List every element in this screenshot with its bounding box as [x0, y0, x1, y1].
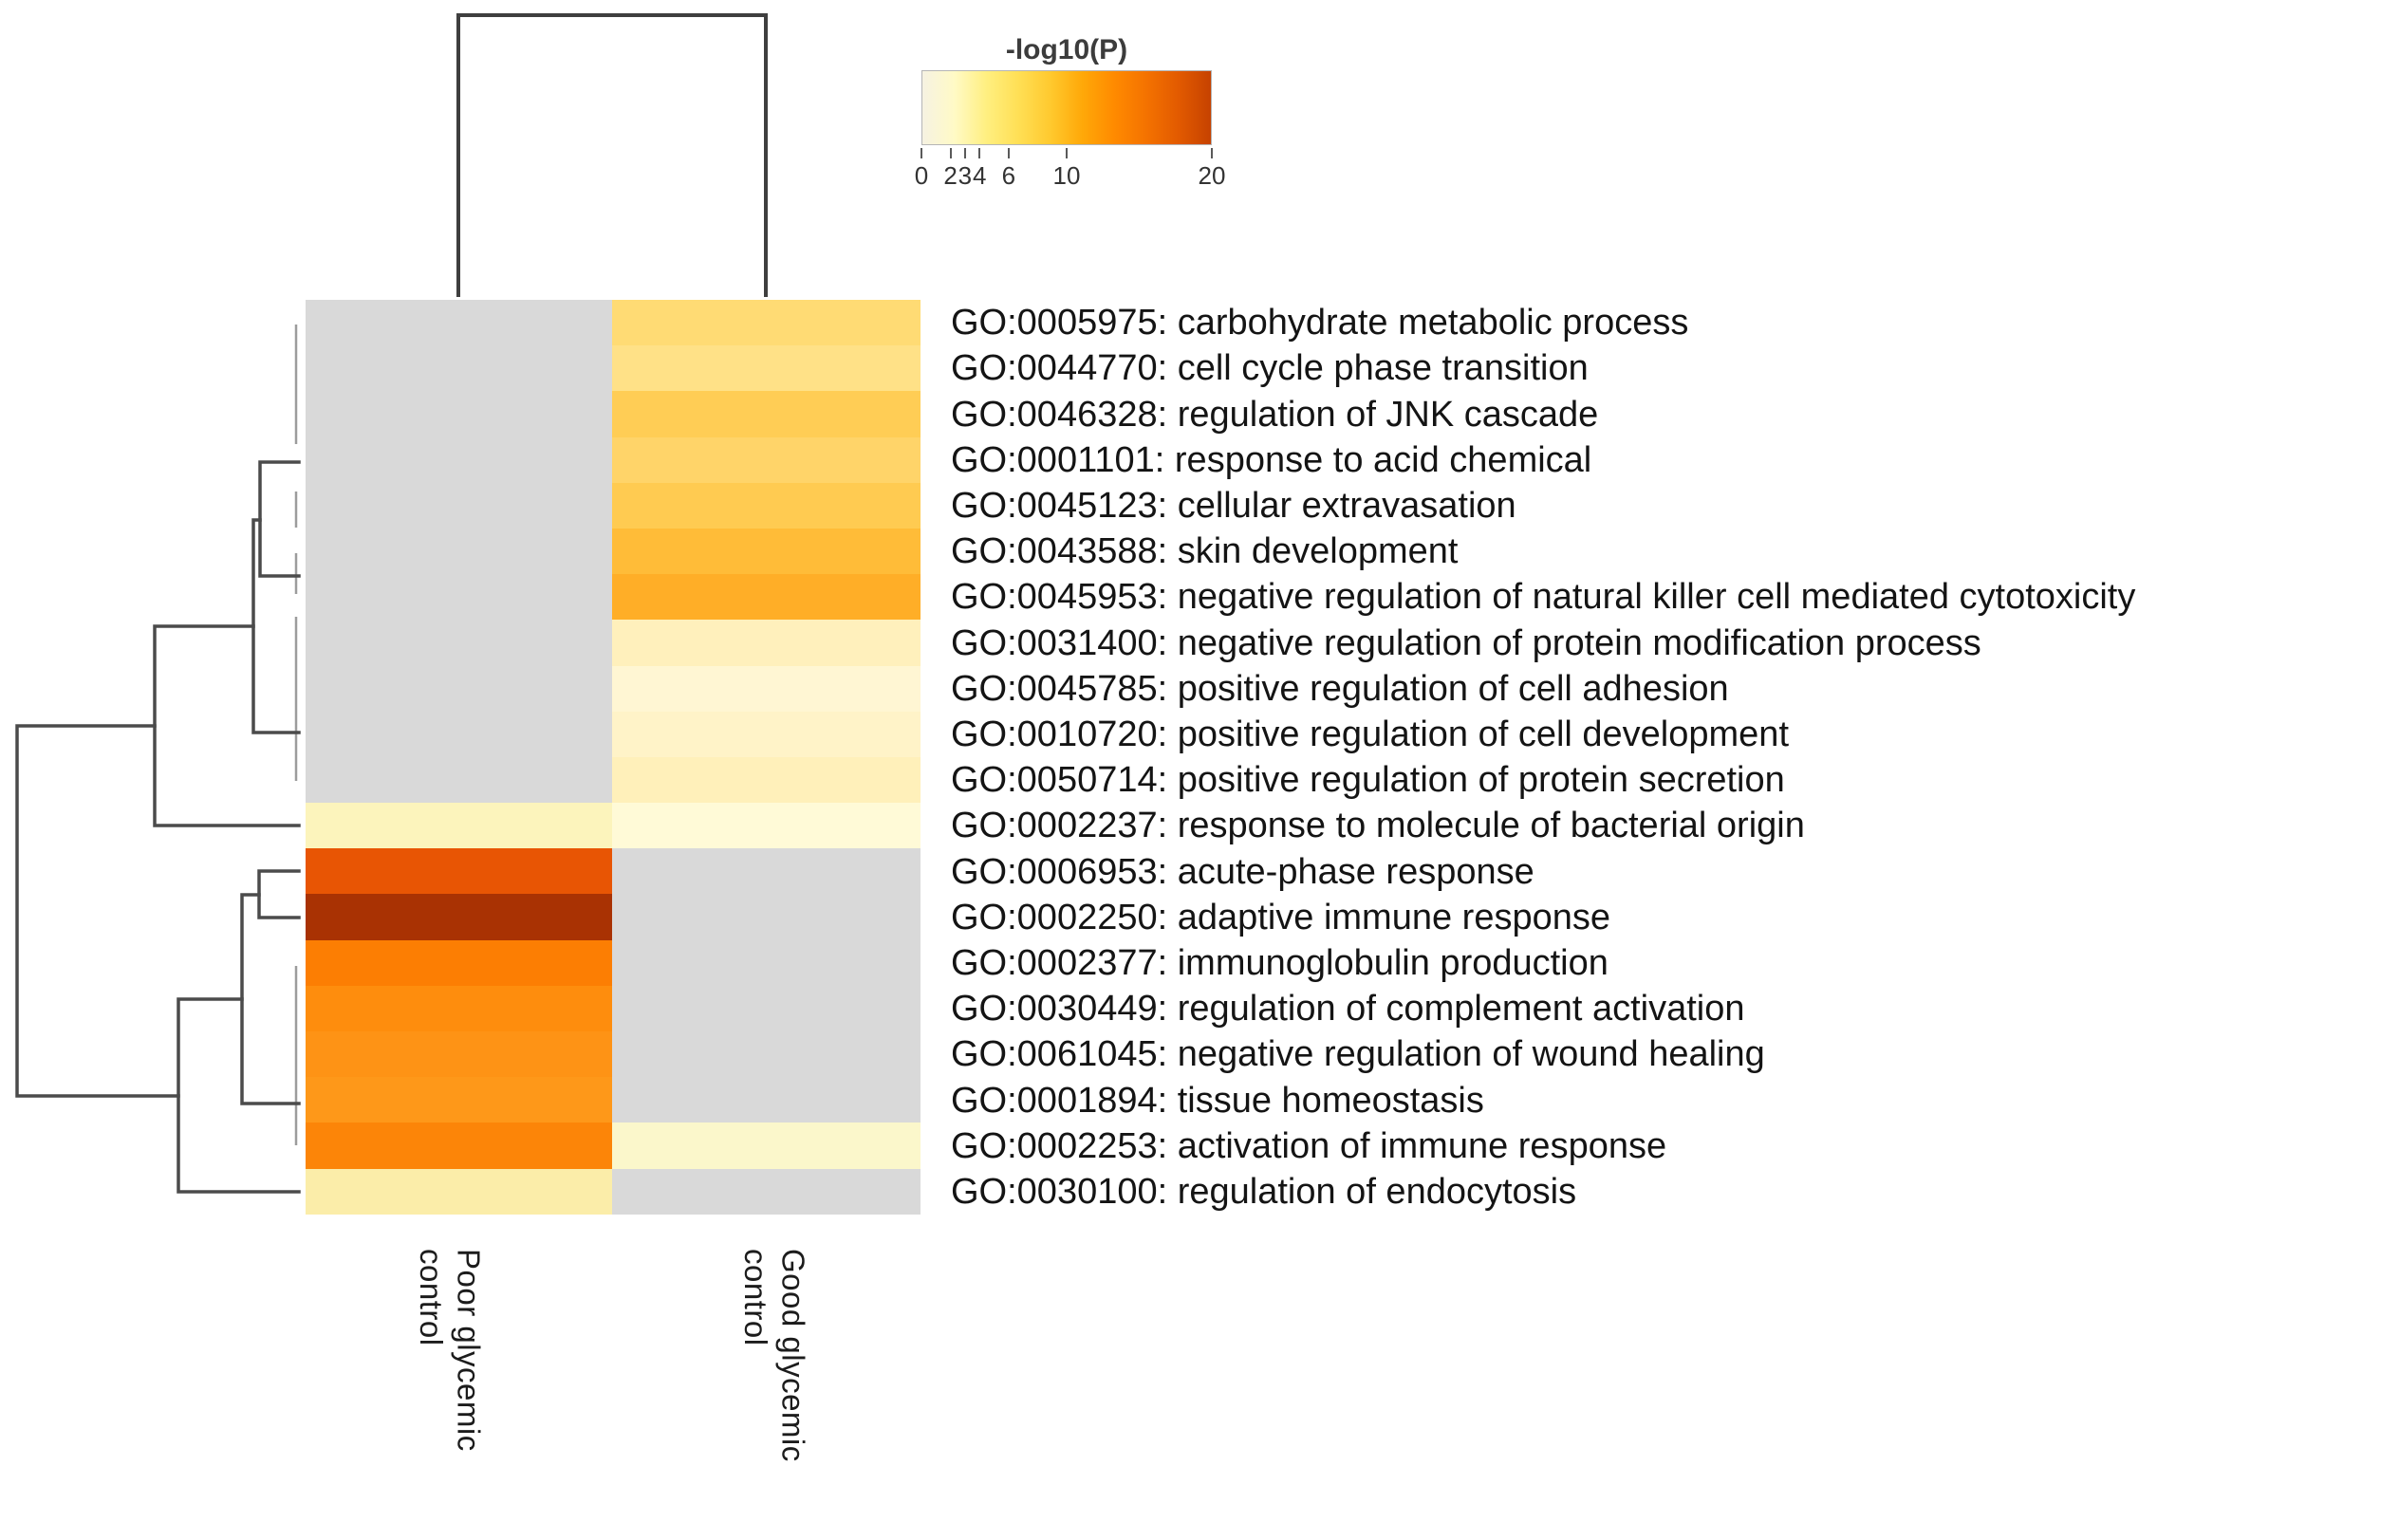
- heatmap-cell: [306, 848, 612, 895]
- heatmap-cell: [612, 985, 921, 1031]
- row-label: GO:0001101: response to acid chemical: [951, 439, 1592, 480]
- heatmap-cell: [612, 711, 921, 757]
- heatmap-cell: [612, 528, 921, 575]
- heatmap-cell: [306, 345, 612, 392]
- column-label-good-glycemic-control: Good glycemic control: [738, 1249, 811, 1462]
- heatmap-cell: [612, 1168, 921, 1215]
- heatmap-cell: [612, 894, 921, 940]
- row-label: GO:0006953: acute-phase response: [951, 851, 1534, 892]
- heatmap-cell: [306, 300, 612, 346]
- heatmap-cell: [306, 1031, 612, 1078]
- heatmap-cell: [612, 620, 921, 666]
- row-dendrogram: [15, 460, 301, 1194]
- row-label: GO:0030449: regulation of complement act…: [951, 989, 1745, 1030]
- heatmap-cell: [306, 528, 612, 575]
- heatmap-cell: [612, 803, 921, 849]
- legend-tick-mark: [1007, 148, 1010, 158]
- row-label: GO:0005975: carbohydrate metabolic proce…: [951, 303, 1689, 343]
- row-label: GO:0050714: positive regulation of prote…: [951, 760, 1785, 801]
- heatmap-cell: [612, 436, 921, 483]
- row-label: GO:0031400: negative regulation of prote…: [951, 622, 1981, 663]
- legend-title: -log10(P): [1005, 34, 1128, 65]
- legend-tick-label: 4: [972, 161, 987, 190]
- heatmap-cell: [612, 391, 921, 437]
- heatmap-cell: [612, 574, 921, 621]
- heatmap-cell: [612, 1031, 921, 1078]
- legend-tick-mark: [921, 148, 922, 158]
- row-label: GO:0045123: cellular extravasation: [951, 485, 1516, 526]
- legend-tick-label: 3: [958, 161, 973, 190]
- row-label: GO:0002377: immunoglobulin production: [951, 942, 1609, 983]
- legend-tick-label: 0: [914, 161, 929, 190]
- legend-tick-mark: [1066, 148, 1068, 158]
- legend-tick-mark: [949, 148, 952, 158]
- legend-tick-label: 2: [943, 161, 958, 190]
- heatmap-cell: [306, 803, 612, 849]
- heatmap-cell: [306, 985, 612, 1031]
- heatmap-cell: [612, 665, 921, 712]
- row-label: GO:0044770: cell cycle phase transition: [951, 348, 1589, 389]
- heatmap-cell: [306, 756, 612, 804]
- heatmap-cell: [306, 436, 612, 483]
- heatmap-cell: [612, 482, 921, 529]
- row-label: GO:0045785: positive regulation of cell …: [951, 668, 1729, 709]
- row-label: GO:0002237: response to molecule of bact…: [951, 806, 1805, 846]
- row-label: GO:0030100: regulation of endocytosis: [951, 1171, 1577, 1212]
- heatmap-cell: [612, 1123, 921, 1169]
- legend-tick-label: 10: [1052, 161, 1081, 190]
- heatmap-cell: [306, 482, 612, 529]
- row-label: GO:0002250: adaptive immune response: [951, 897, 1610, 937]
- legend-gradient-bar: [921, 70, 1212, 145]
- legend-tick-mark: [978, 148, 981, 158]
- row-label: GO:0010720: positive regulation of cell …: [951, 714, 1789, 754]
- heatmap-cell: [306, 391, 612, 437]
- heatmap-cell: [612, 345, 921, 392]
- row-label: GO:0002253: activation of immune respons…: [951, 1125, 1667, 1166]
- heatmap-cell: [612, 1077, 921, 1123]
- legend-tick-mark: [1211, 148, 1213, 158]
- heatmap-cell: [306, 665, 612, 712]
- heatmap-cell: [306, 620, 612, 666]
- heatmap-grid: [306, 300, 921, 1215]
- heatmap-cell: [306, 939, 612, 986]
- row-label: GO:0045953: negative regulation of natur…: [951, 577, 2136, 618]
- row-label: GO:0046328: regulation of JNK cascade: [951, 394, 1599, 435]
- row-label: GO:0043588: skin development: [951, 531, 1459, 572]
- heatmap-cell: [306, 1168, 612, 1215]
- heatmap-cell: [306, 711, 612, 757]
- heatmap-cell: [612, 939, 921, 986]
- heatmap-cell: [306, 1077, 612, 1123]
- heatmap-cell: [612, 300, 921, 346]
- heatmap-cell: [306, 574, 612, 621]
- heatmap-cell: [612, 848, 921, 895]
- column-dendrogram: [456, 13, 768, 297]
- heatmap-cell: [612, 756, 921, 804]
- legend-tick-label: 6: [1001, 161, 1016, 190]
- column-label-poor-glycemic-control: Poor glycemic control: [414, 1249, 487, 1452]
- legend-tick-mark: [963, 148, 966, 158]
- row-label: GO:0001894: tissue homeostasis: [951, 1080, 1484, 1121]
- row-label: GO:0061045: negative regulation of wound…: [951, 1034, 1765, 1075]
- heatmap-cell: [306, 894, 612, 940]
- legend-tick-label: 20: [1198, 161, 1226, 190]
- heatmap-cell: [306, 1123, 612, 1169]
